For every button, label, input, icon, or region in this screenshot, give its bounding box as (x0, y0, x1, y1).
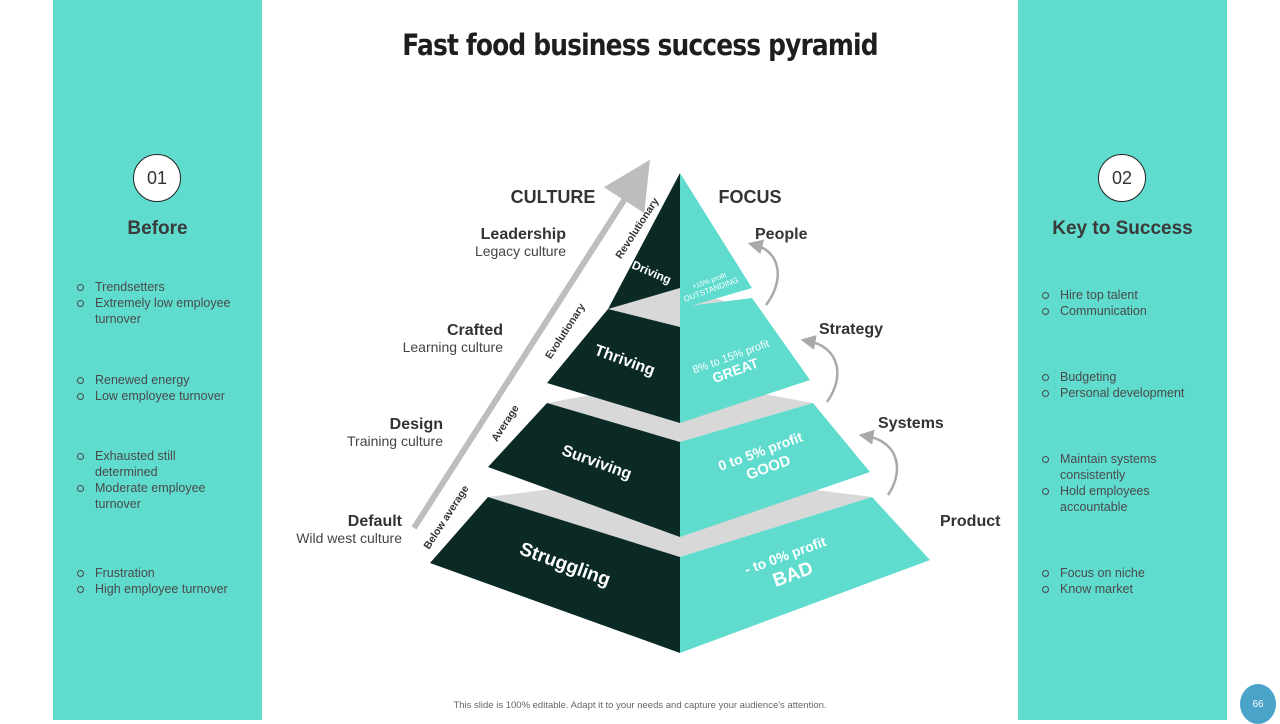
list-item: Trendsetters (75, 279, 255, 295)
key-to-success-panel: 02 Key to Success Hire top talent Commun… (1018, 0, 1227, 720)
before-list-2: Renewed energy Low employee turnover (75, 372, 255, 404)
culture-title-default: Default (348, 513, 403, 530)
before-panel: 01 Before Trendsetters Extremely low emp… (53, 0, 262, 720)
level-struggling-dark (430, 497, 680, 653)
focus-header: FOCUS (719, 187, 782, 207)
culture-header: CULTURE (511, 187, 596, 207)
culture-sub-learning: Learning culture (403, 339, 504, 355)
list-item: Hold employees accountable (1040, 483, 1190, 515)
culture-sub-legacy: Legacy culture (475, 243, 566, 259)
level-surviving-dark (488, 403, 680, 537)
list-item: Budgeting (1040, 369, 1220, 385)
list-item: Maintain systems consistently (1040, 451, 1190, 483)
focus-label-product: Product (940, 513, 1001, 530)
curved-arrow-icon (800, 335, 839, 403)
culture-sub-training: Training culture (347, 433, 443, 449)
focus-label-people: People (755, 226, 808, 243)
before-list-4: Frustration High employee turnover (75, 565, 260, 597)
before-list-1: Trendsetters Extremely low employee turn… (75, 279, 255, 327)
list-item: Extremely low employee turnover (75, 295, 255, 327)
page-title: Fast food business success pyramid (402, 28, 878, 62)
key-to-success-heading: Key to Success (1052, 218, 1193, 239)
list-item: Personal development (1040, 385, 1220, 401)
rising-arrow (411, 159, 650, 530)
before-heading: Before (127, 218, 188, 239)
before-list-3: Exhausted still determined Moderate empl… (75, 448, 225, 512)
level-thriving-dark (547, 309, 680, 423)
list-item: Exhausted still determined (75, 448, 225, 480)
list-item: Communication (1040, 303, 1220, 319)
level-driving-dark (608, 173, 680, 309)
list-item: Know market (1040, 581, 1220, 597)
step-badge-02: 02 (1098, 154, 1146, 202)
culture-title-design: Design (390, 416, 443, 433)
list-item: Low employee turnover (75, 388, 255, 404)
culture-title-leadership: Leadership (481, 226, 567, 243)
list-item: Renewed energy (75, 372, 255, 388)
level-thriving-teal (680, 298, 810, 423)
list-item: Moderate employee turnover (75, 480, 225, 512)
list-item: Focus on niche (1040, 565, 1220, 581)
success-list-2: Budgeting Personal development (1040, 369, 1220, 401)
step-badge-01: 01 (133, 154, 181, 202)
curved-arrow-icon (858, 429, 899, 496)
culture-title-crafted: Crafted (447, 322, 503, 339)
success-list-3: Maintain systems consistently Hold emplo… (1040, 451, 1190, 515)
footer-note: This slide is 100% editable. Adapt it to… (453, 700, 827, 711)
level-driving-teal (680, 173, 752, 309)
page-number: 66 (1240, 684, 1276, 724)
success-list-4: Focus on niche Know market (1040, 565, 1220, 597)
curved-arrow-icon (747, 239, 779, 306)
level-struggling-teal (680, 497, 930, 653)
focus-label-strategy: Strategy (819, 321, 883, 338)
list-item: Frustration (75, 565, 260, 581)
success-list-1: Hire top talent Communication (1040, 287, 1220, 319)
list-item: High employee turnover (75, 581, 260, 597)
list-item: Hire top talent (1040, 287, 1220, 303)
level-surviving-teal (680, 403, 870, 537)
culture-sub-wild-west: Wild west culture (296, 530, 402, 546)
focus-label-systems: Systems (878, 415, 944, 432)
